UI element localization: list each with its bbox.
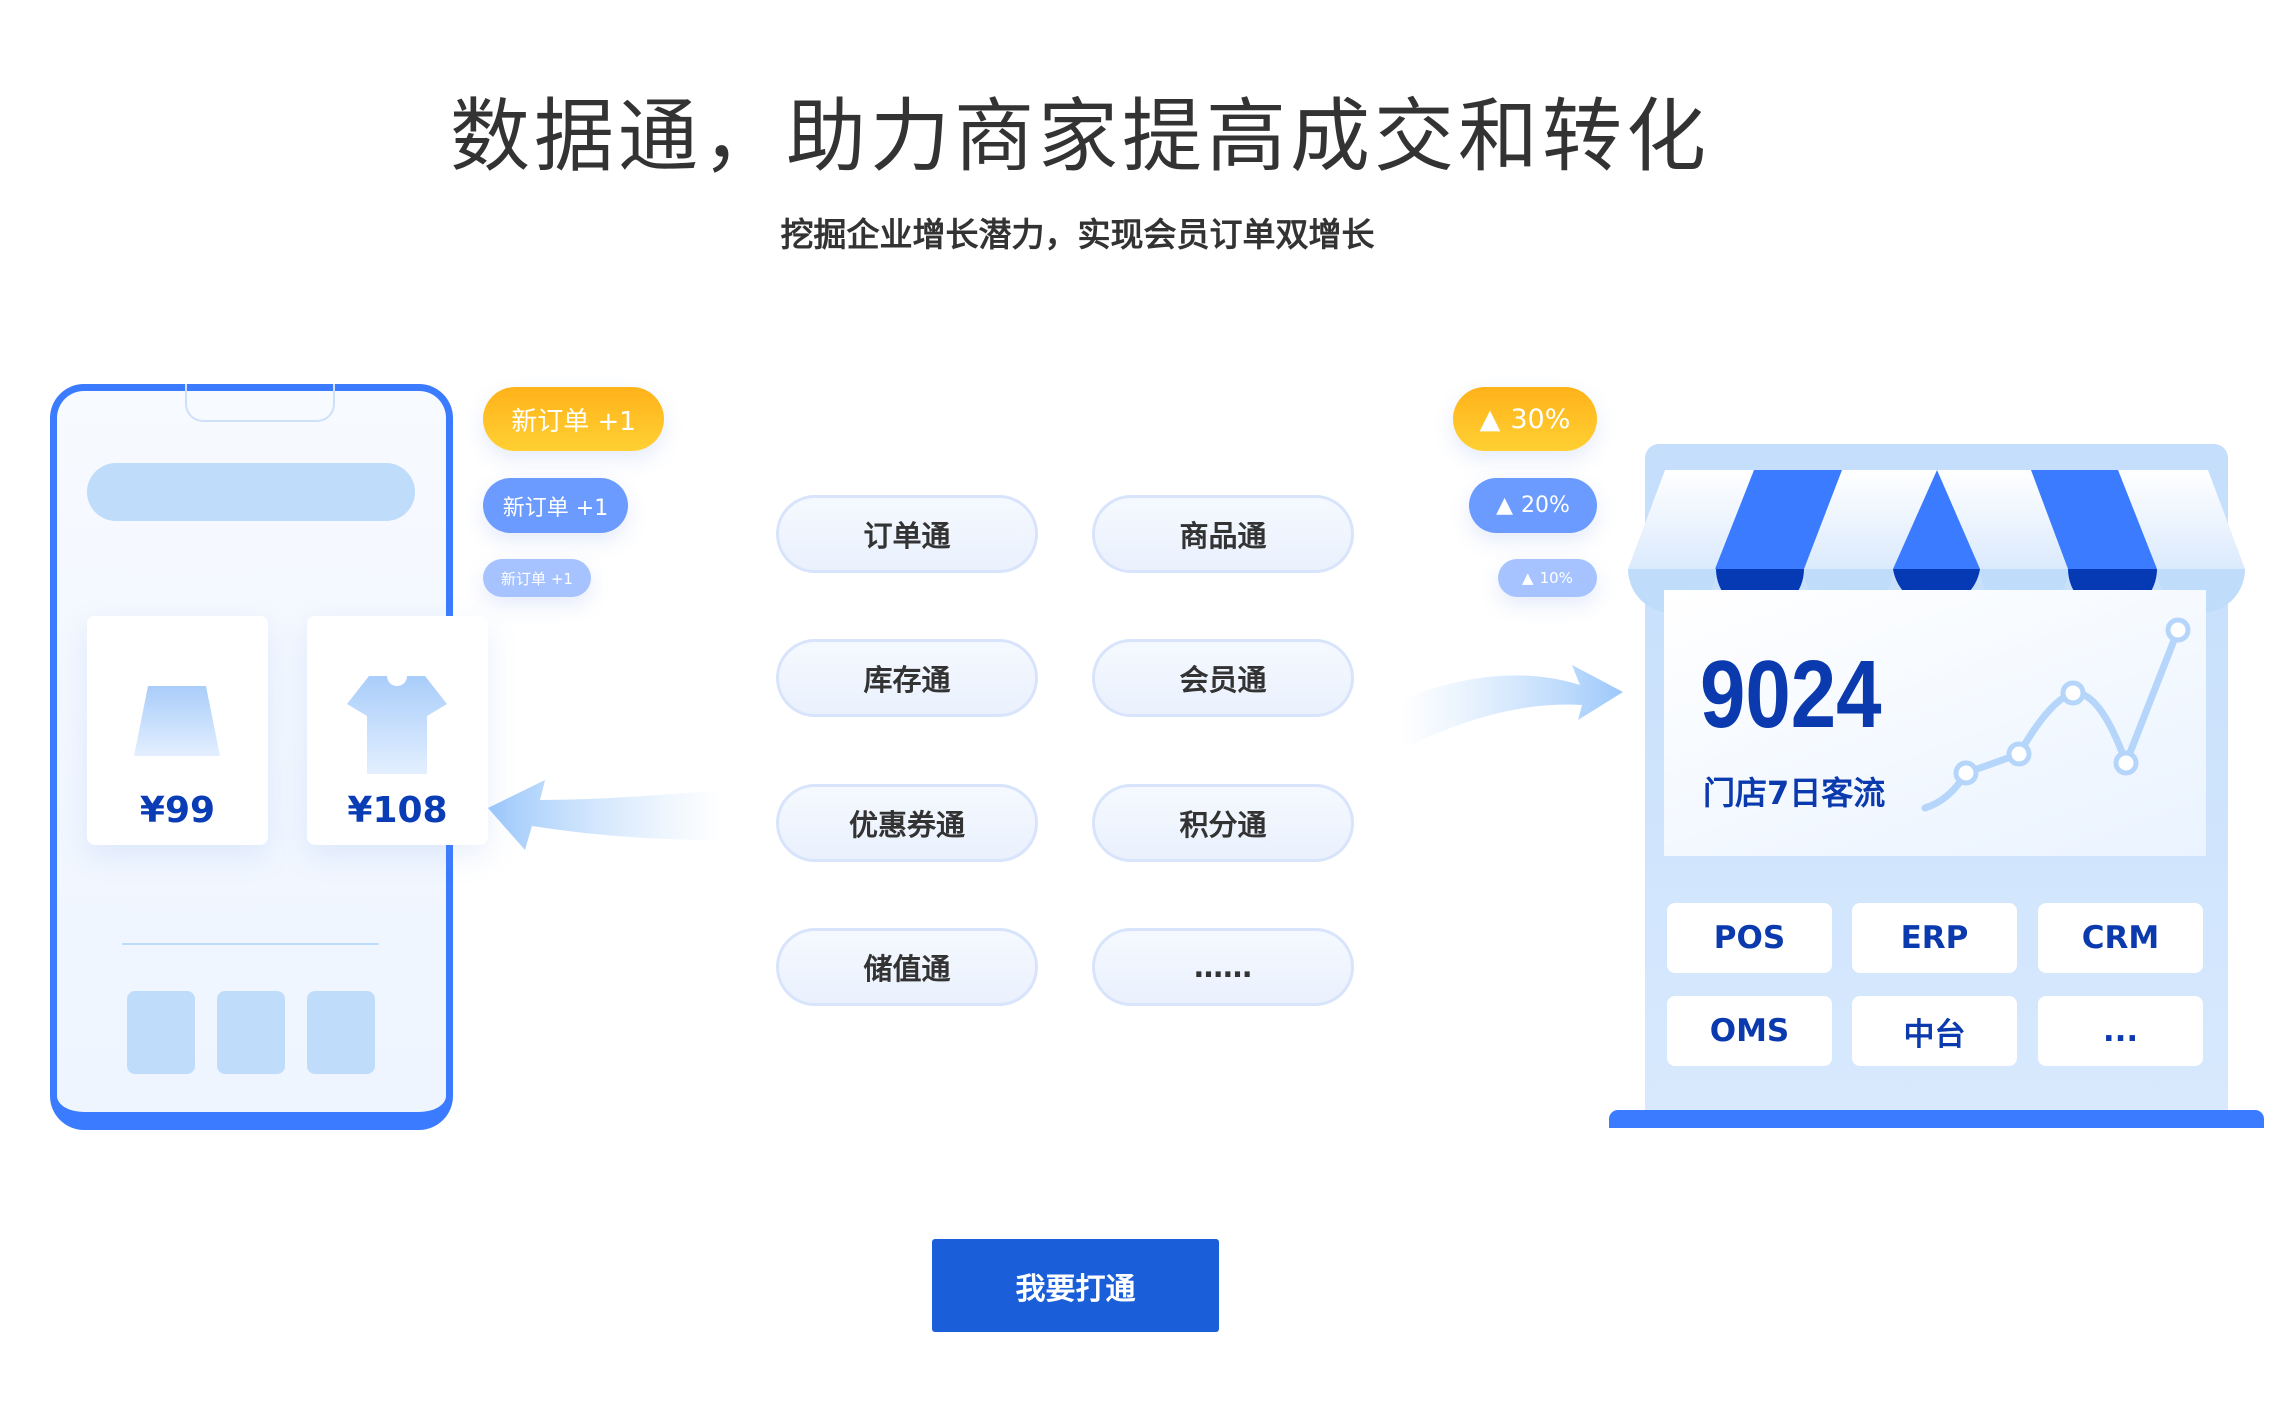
product-card: ¥99 — [87, 616, 268, 845]
store-awning — [1628, 470, 2245, 614]
connect-cta-button[interactable]: 我要打通 — [932, 1239, 1219, 1332]
growth-value: 30% — [1510, 403, 1571, 435]
chip-stored-value[interactable]: 储值通 — [776, 928, 1038, 1006]
phone-tile — [127, 991, 195, 1074]
growth-value: 20% — [1521, 493, 1570, 518]
system-oms: OMS — [1667, 996, 1832, 1066]
store-visitor-count: 9024 — [1700, 641, 1882, 748]
growth-value: 10% — [1539, 569, 1573, 587]
phone-tile — [307, 991, 375, 1074]
new-order-badge: 新订单 +1 — [483, 387, 664, 451]
phone-search-bar — [87, 463, 415, 521]
growth-badge: ▲ 30% — [1453, 387, 1597, 451]
system-erp: ERP — [1852, 903, 2017, 973]
system-more: ... — [2038, 996, 2203, 1066]
triangle-up-icon: ▲ — [1479, 403, 1501, 435]
store-screen — [1664, 590, 2206, 856]
system-pos: POS — [1667, 903, 1832, 973]
new-order-badge: 新订单 +1 — [483, 478, 628, 533]
tshirt-icon — [347, 676, 447, 774]
product-card: ¥108 — [307, 616, 488, 845]
system-middle-platform: 中台 — [1852, 996, 2017, 1066]
page-title: 数据通，助力商家提高成交和转化 — [450, 90, 1710, 183]
chip-points[interactable]: 积分通 — [1092, 784, 1354, 862]
skirt-icon — [134, 686, 220, 756]
phone-notch — [185, 384, 335, 422]
growth-badge: ▲ 20% — [1469, 478, 1597, 533]
triangle-up-icon: ▲ — [1496, 493, 1513, 518]
arrow-left-icon — [488, 780, 720, 850]
triangle-up-icon: ▲ — [1522, 569, 1534, 587]
system-crm: CRM — [2038, 903, 2203, 973]
chip-order[interactable]: 订单通 — [776, 495, 1038, 573]
product-price: ¥99 — [139, 790, 216, 831]
chip-inventory[interactable]: 库存通 — [776, 639, 1038, 717]
chip-member[interactable]: 会员通 — [1092, 639, 1354, 717]
page-subtitle: 挖掘企业增长潜力，实现会员订单双增长 — [780, 215, 1375, 254]
chip-product[interactable]: 商品通 — [1092, 495, 1354, 573]
product-price: ¥108 — [347, 790, 448, 831]
growth-badge: ▲ 10% — [1498, 559, 1597, 597]
chip-coupon[interactable]: 优惠券通 — [776, 784, 1038, 862]
arrow-right-icon — [1400, 665, 1623, 750]
phone-divider — [122, 943, 379, 945]
chip-more[interactable]: …… — [1092, 928, 1354, 1006]
store-base — [1609, 1110, 2264, 1128]
store-visitor-label: 门店7日客流 — [1703, 774, 1886, 812]
new-order-badge: 新订单 +1 — [483, 559, 591, 597]
phone-tile — [217, 991, 285, 1074]
